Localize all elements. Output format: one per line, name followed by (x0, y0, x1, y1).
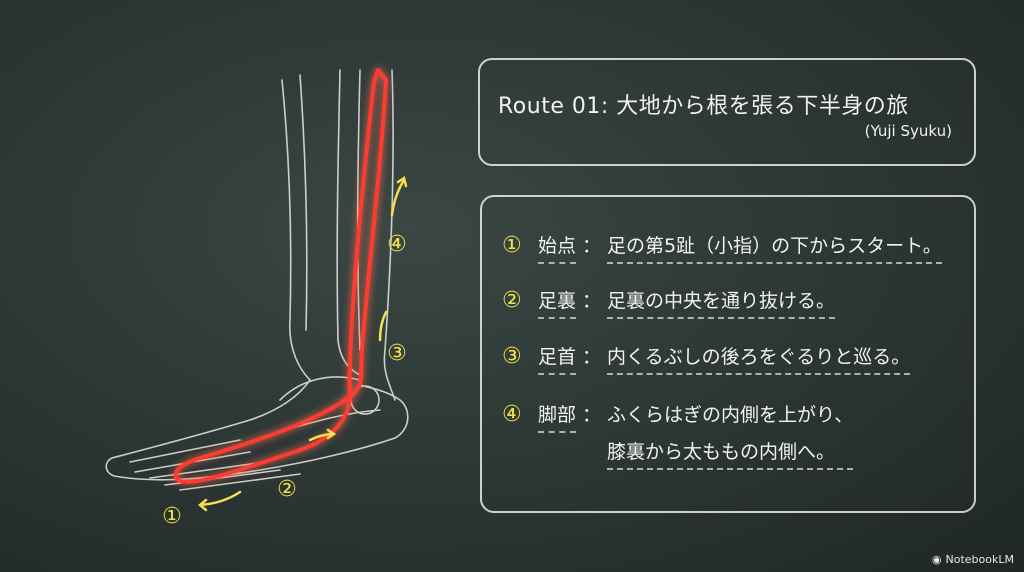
step-item: ① 始点 ： 足の第5趾（小指）の下からスタート。 (502, 233, 942, 272)
step-number: ① (502, 233, 522, 258)
leg-bones-sketch (105, 69, 409, 491)
marker-3: ③ (387, 341, 407, 366)
step-text: 足裏の中央を通り抜ける。 (607, 288, 836, 319)
step-text: ふくらはぎの内側を上がり、 (607, 404, 854, 426)
step-label: 足裏 (538, 288, 577, 319)
step-separator: ： (582, 290, 602, 312)
step-number: ④ (502, 402, 522, 427)
marker-4: ④ (387, 232, 407, 257)
watermark-text: NotebookLM (945, 553, 1014, 566)
route-arrows (198, 175, 408, 512)
step-item: ③ 足首 ： 内くるぶしの後ろをぐるりと巡る。 (502, 344, 911, 383)
step-item: ④ 脚部 ： ふくらはぎの内側を上がり、 膝裏から太ももの内側へ。 (502, 402, 854, 478)
route-steps-box: ① 始点 ： 足の第5趾（小指）の下からスタート。 ② 足裏 ： 足裏の中央を通… (480, 195, 976, 513)
author-name: (Yuji Syuku) (864, 122, 952, 140)
step-label: 足首 (538, 344, 577, 375)
step-label: 脚部 (538, 402, 577, 433)
foot-route-diagram: ④ ③ ② ① (105, 68, 409, 529)
title-box: Route 01: 大地から根を張る下半身の旅 (Yuji Syuku) (478, 58, 976, 166)
notebooklm-watermark: ◉ NotebookLM (932, 553, 1014, 566)
step-separator: ： (582, 346, 602, 368)
step-number: ③ (502, 344, 522, 369)
marker-2: ② (277, 477, 297, 502)
step-text: 内くるぶしの後ろをぐるりと巡る。 (607, 344, 911, 375)
step-text: 足の第5趾（小指）の下からスタート。 (607, 233, 942, 264)
step-item: ② 足裏 ： 足裏の中央を通り抜ける。 (502, 288, 836, 327)
step-label: 始点 (538, 233, 577, 264)
slide-title: Route 01: 大地から根を張る下半身の旅 (498, 94, 909, 119)
step-separator: ： (582, 235, 602, 257)
marker-1: ① (162, 504, 182, 529)
route-line (174, 68, 388, 484)
step-separator: ： (582, 404, 602, 426)
step-number: ② (502, 288, 522, 313)
notebooklm-logo-icon: ◉ (931, 553, 942, 566)
step-text: 膝裏から太ももの内側へ。 (607, 439, 854, 470)
